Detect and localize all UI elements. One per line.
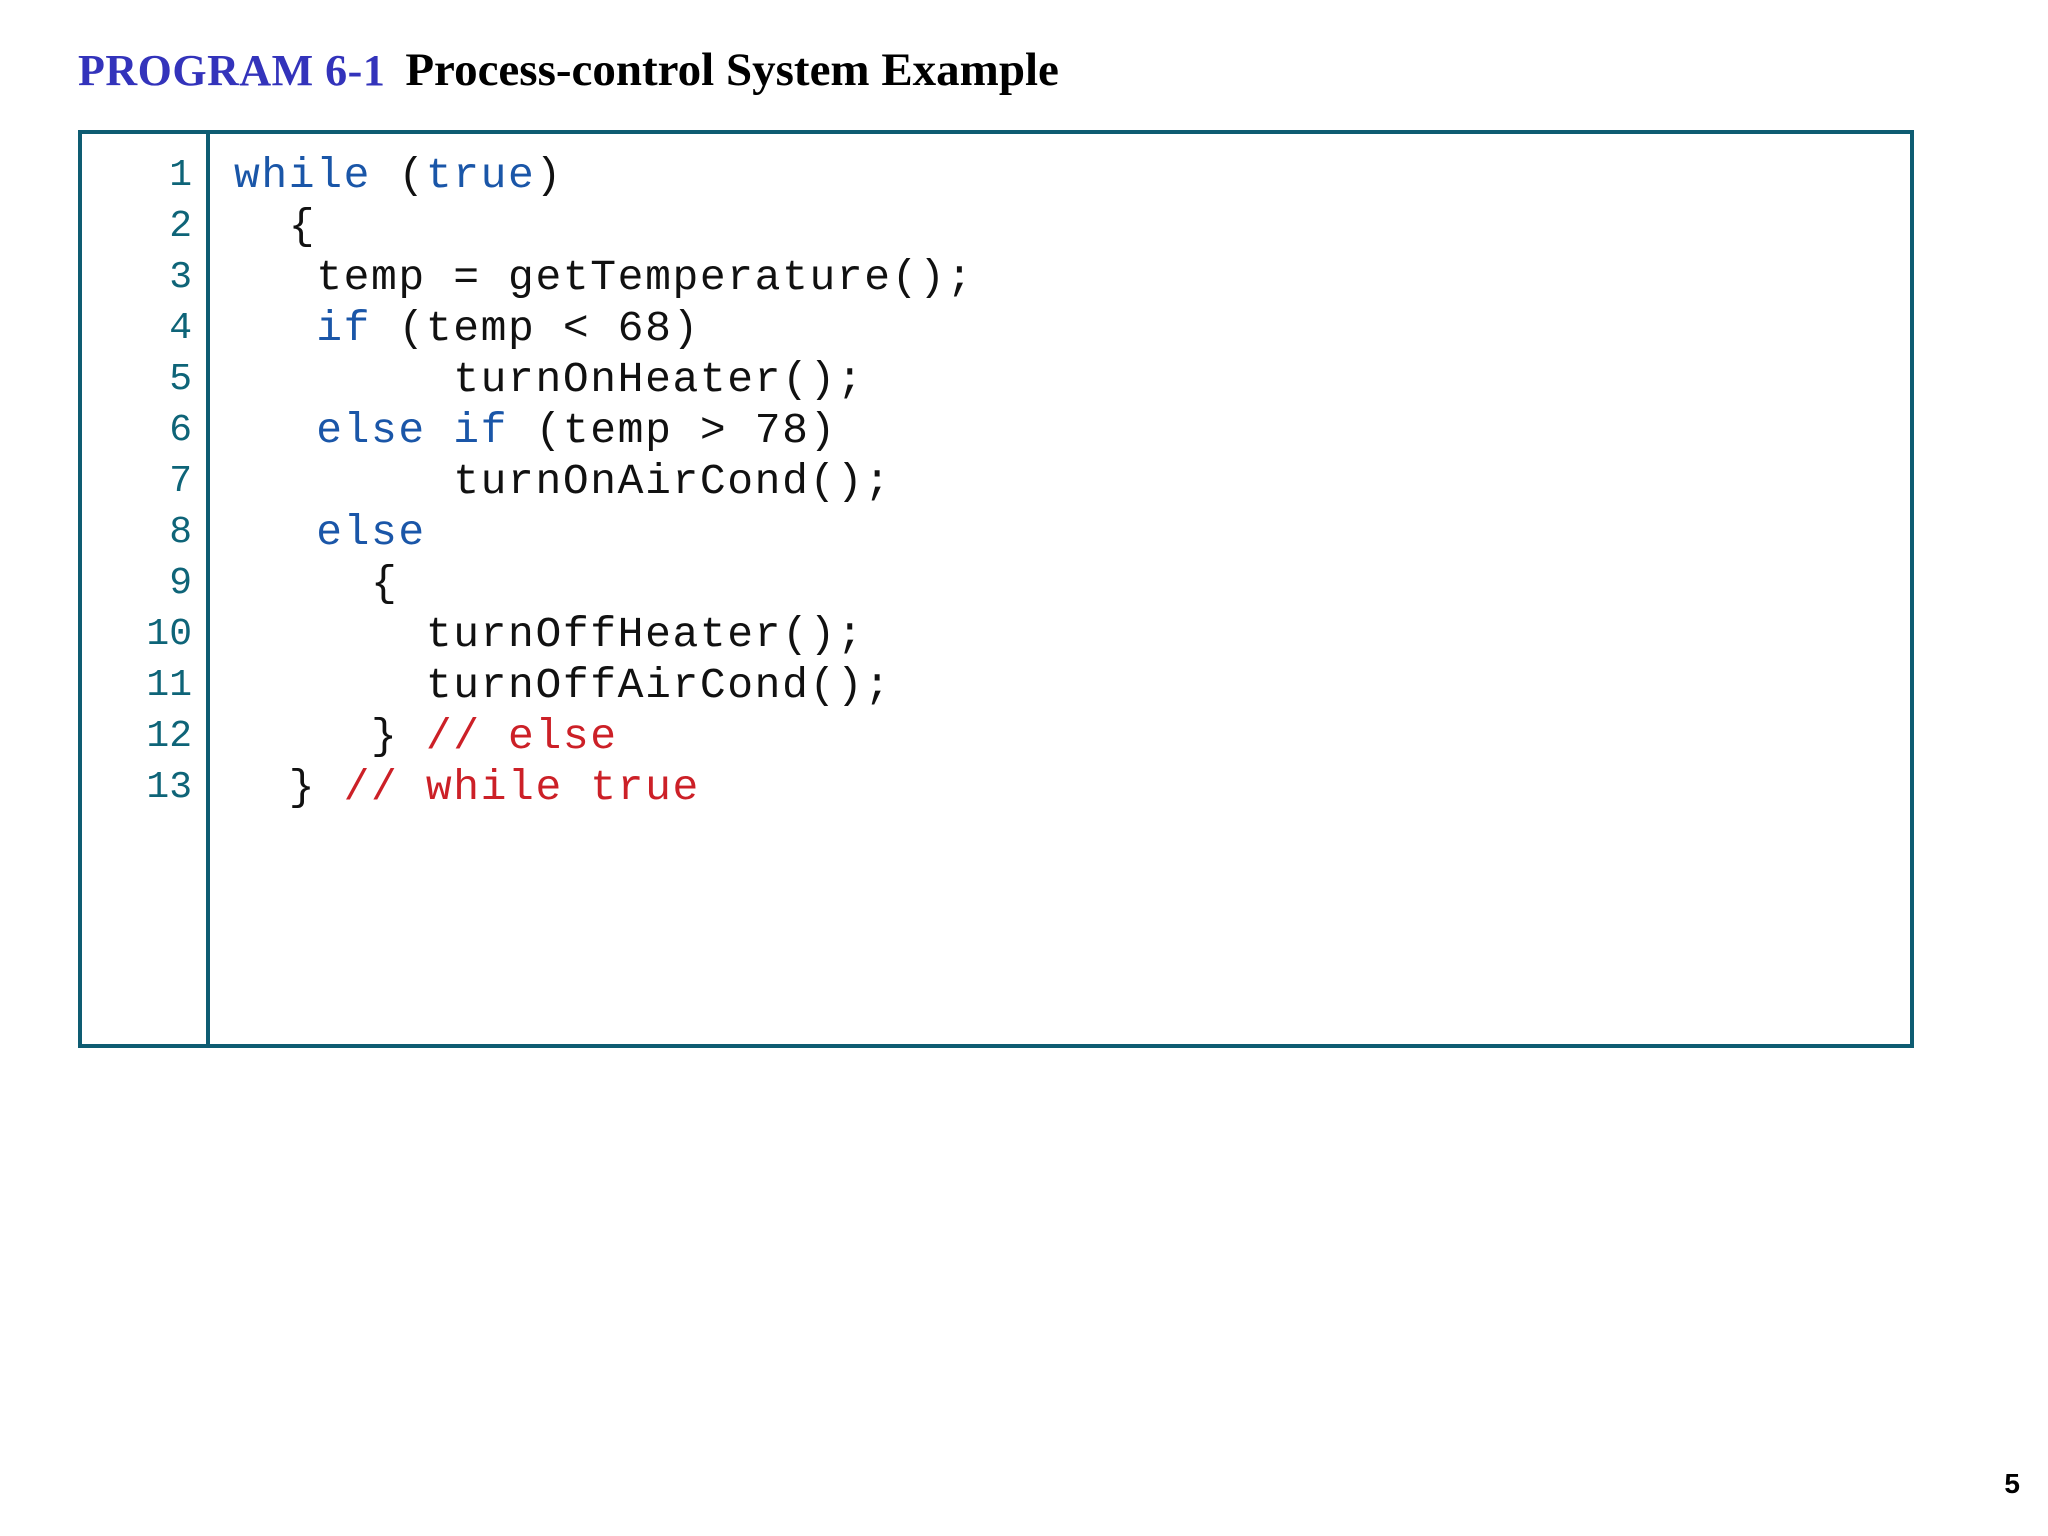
- code-text: (temp > 78): [508, 406, 837, 455]
- code-keyword: if: [316, 304, 372, 353]
- code-text: (: [371, 151, 426, 200]
- code-text: {: [234, 559, 399, 608]
- line-number: 3: [169, 256, 192, 299]
- code-line: } // else: [234, 711, 1910, 762]
- code-keyword: while: [234, 151, 372, 200]
- code-line: } // while true: [234, 762, 1910, 813]
- code-text: {: [234, 202, 317, 251]
- code-line: if (temp < 68): [234, 303, 1910, 354]
- code-text: turnOffHeater();: [234, 610, 865, 659]
- code-line: turnOnAirCond();: [234, 456, 1910, 507]
- code-line: turnOnHeater();: [234, 354, 1910, 405]
- code-text: [234, 406, 316, 455]
- line-number: 6: [169, 409, 192, 452]
- code-text: turnOffAirCond();: [234, 661, 892, 710]
- program-title: Process-control System Example: [405, 44, 1059, 96]
- code-line: {: [234, 558, 1910, 609]
- page-title: PROGRAM 6-1 Process-control System Exampl…: [78, 44, 1059, 96]
- code-line: else if (temp > 78): [234, 405, 1910, 456]
- code-line: temp = getTemperature();: [234, 252, 1910, 303]
- code-text: [234, 304, 316, 353]
- code-text: [234, 508, 316, 557]
- code-line: turnOffHeater();: [234, 609, 1910, 660]
- code-keyword: else: [316, 508, 426, 557]
- line-number: 8: [169, 511, 192, 554]
- line-number: 5: [169, 358, 192, 401]
- code-comment: // else: [425, 712, 618, 761]
- line-number: 1: [169, 154, 192, 197]
- line-number: 9: [169, 562, 192, 605]
- code-text: ): [535, 151, 563, 200]
- code-line: else: [234, 507, 1910, 558]
- code-content: while (true) { temp = getTemperature(); …: [210, 134, 1910, 1044]
- line-number: 13: [146, 766, 192, 809]
- slide-page-number: 5: [2004, 1468, 2020, 1499]
- line-number: 4: [169, 307, 192, 350]
- code-line: turnOffAirCond();: [234, 660, 1910, 711]
- code-keyword: true: [425, 151, 536, 200]
- code-text: turnOnAirCond();: [234, 457, 892, 506]
- code-comment: // while true: [343, 763, 700, 812]
- code-keyword: else if: [316, 406, 509, 455]
- code-line: while (true): [234, 150, 1910, 201]
- code-line: {: [234, 201, 1910, 252]
- code-text: (temp < 68): [371, 304, 700, 353]
- code-text: temp = getTemperature();: [234, 253, 974, 302]
- line-number: 7: [169, 460, 192, 503]
- code-text: }: [234, 763, 344, 812]
- code-text: turnOnHeater();: [234, 355, 865, 404]
- code-text: }: [234, 712, 426, 761]
- line-number: 12: [146, 715, 192, 758]
- line-number: 10: [146, 613, 192, 656]
- line-number: 2: [169, 205, 192, 248]
- program-label: PROGRAM 6-1: [78, 46, 386, 95]
- line-number: 11: [146, 664, 192, 707]
